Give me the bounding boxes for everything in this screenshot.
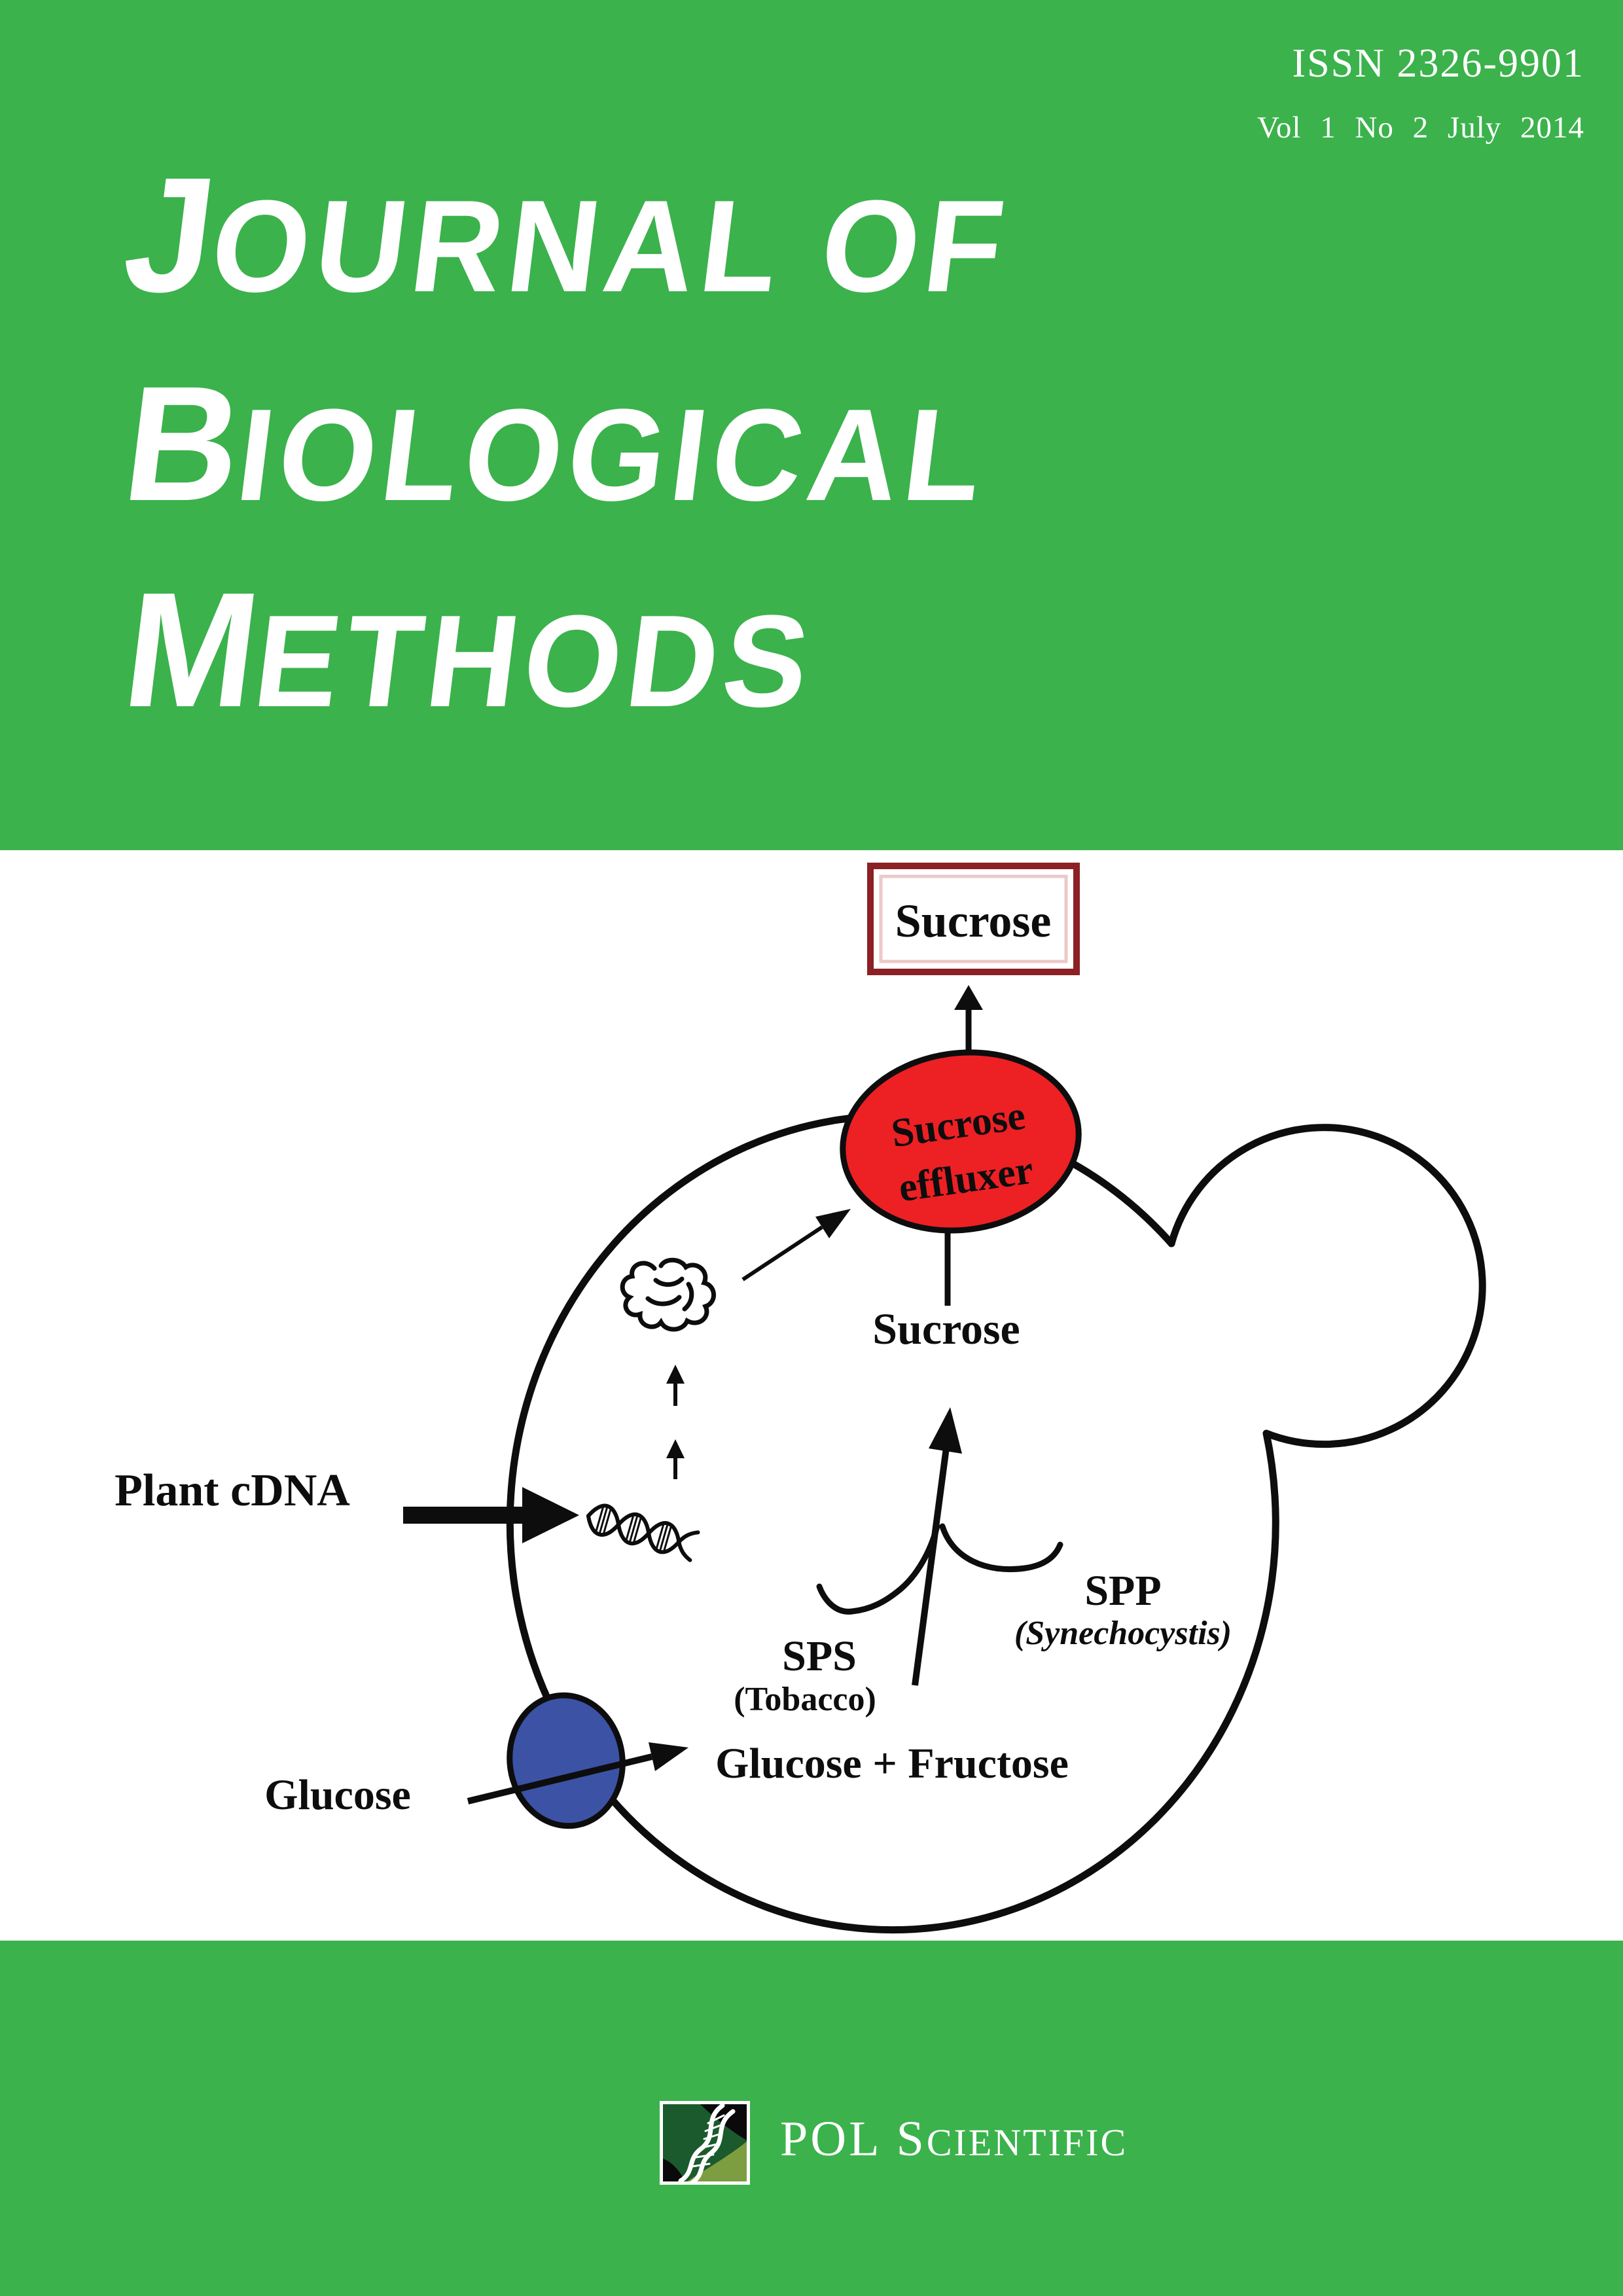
sps-label: SPS — [782, 1632, 857, 1680]
issn-text: ISSN 2326-9901 — [1292, 41, 1584, 86]
publisher-sci-lead: S — [896, 2111, 927, 2166]
journal-title-line-2: BIOLOGICAL — [115, 352, 999, 535]
publisher-pol: POL — [780, 2111, 882, 2166]
sucrose-synthesis-arrow-head — [929, 1407, 962, 1454]
sucrose-box — [867, 863, 1080, 975]
journal-title-line-3: METHODS — [115, 558, 825, 741]
header-band: ISSN 2326-9901 Vol 1 No 2 July 2014 JOUR… — [0, 0, 1623, 850]
sucrose-internal-label: Sucrose — [872, 1304, 1020, 1354]
sucrose-box-inner-border — [879, 874, 1068, 963]
up-arrow-icon — [666, 1365, 685, 1406]
plant-cdna-arrow-head — [522, 1487, 579, 1543]
dna-helix-icon — [586, 1503, 700, 1562]
title-lead-letter: B — [115, 352, 251, 535]
sucrose-effluxer-ellipse: Sucrose effluxer — [840, 1049, 1082, 1234]
sucrose-box-label: Sucrose — [895, 895, 1052, 947]
footer-band — [0, 1941, 1623, 2296]
spp-curve — [939, 1523, 1063, 1573]
publisher-name: POL SCIENTIFIC — [780, 2114, 1128, 2164]
cover-figure: Sucrose Sucrose effluxer Sucrose Plant c… — [0, 850, 1623, 1941]
glucose-arrow-shaft — [467, 1753, 653, 1804]
title-rest: ETHODS — [247, 588, 823, 734]
sps-curve — [816, 1523, 940, 1615]
title-rest: OURNAL OF — [203, 173, 1017, 319]
glucose-arrow-head — [649, 1742, 688, 1771]
glucose-fructose-label: Glucose + Fructose — [715, 1740, 1069, 1787]
yeast-bud-outline — [1168, 1124, 1486, 1448]
title-lead-letter: M — [115, 558, 269, 741]
issue-info: Vol 1 No 2 July 2014 — [1257, 111, 1584, 145]
plant-cdna-label: Plant cDNA — [115, 1465, 350, 1516]
title-rest: IOLOGICAL — [229, 382, 997, 528]
induction-arrow-head — [815, 1209, 851, 1238]
spp-organism-label: (Synechocystis) — [1014, 1615, 1232, 1652]
induction-arrow-shaft — [741, 1225, 823, 1282]
up-arrow-icon — [666, 1439, 685, 1479]
sucrose-synthesis-arrow-shaft — [912, 1447, 950, 1686]
protein-scribble-icon — [620, 1257, 716, 1332]
publisher-sci-rest: CIENTIFIC — [926, 2121, 1128, 2164]
dna-logo-icon — [660, 2101, 750, 2186]
sucrose-export-arrow-head — [954, 985, 983, 1010]
yeast-cell-outline — [506, 1112, 1279, 1934]
sps-organism-label: (Tobacco) — [734, 1681, 876, 1718]
glucose-transporter-circle — [507, 1692, 626, 1829]
spp-label: SPP — [1084, 1567, 1161, 1615]
journal-title-line-1: JOURNAL OF — [115, 143, 1020, 326]
glucose-label: Glucose — [264, 1771, 411, 1819]
